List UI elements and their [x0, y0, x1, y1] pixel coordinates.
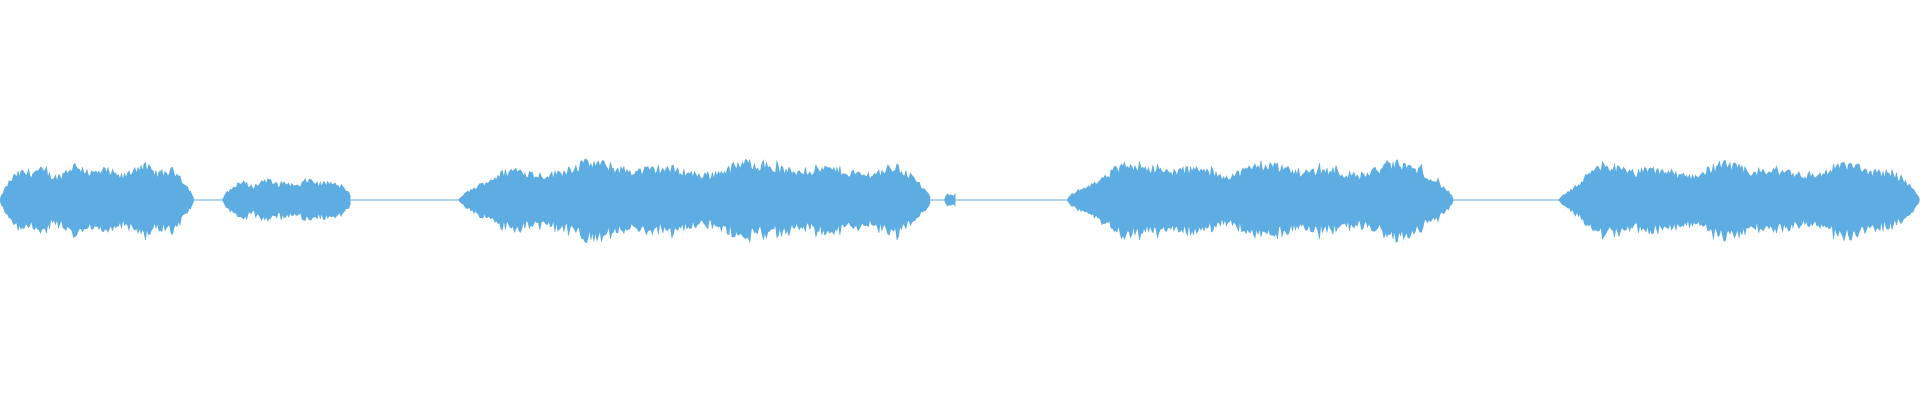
- waveform-segment: [1558, 160, 1920, 242]
- waveform-segment: [458, 158, 931, 244]
- waveform-segment: [222, 177, 351, 222]
- waveform-segment: [0, 161, 194, 240]
- waveform-segment: [1067, 159, 1454, 244]
- waveform-segments: [0, 158, 1920, 244]
- waveform-segment: [944, 192, 956, 207]
